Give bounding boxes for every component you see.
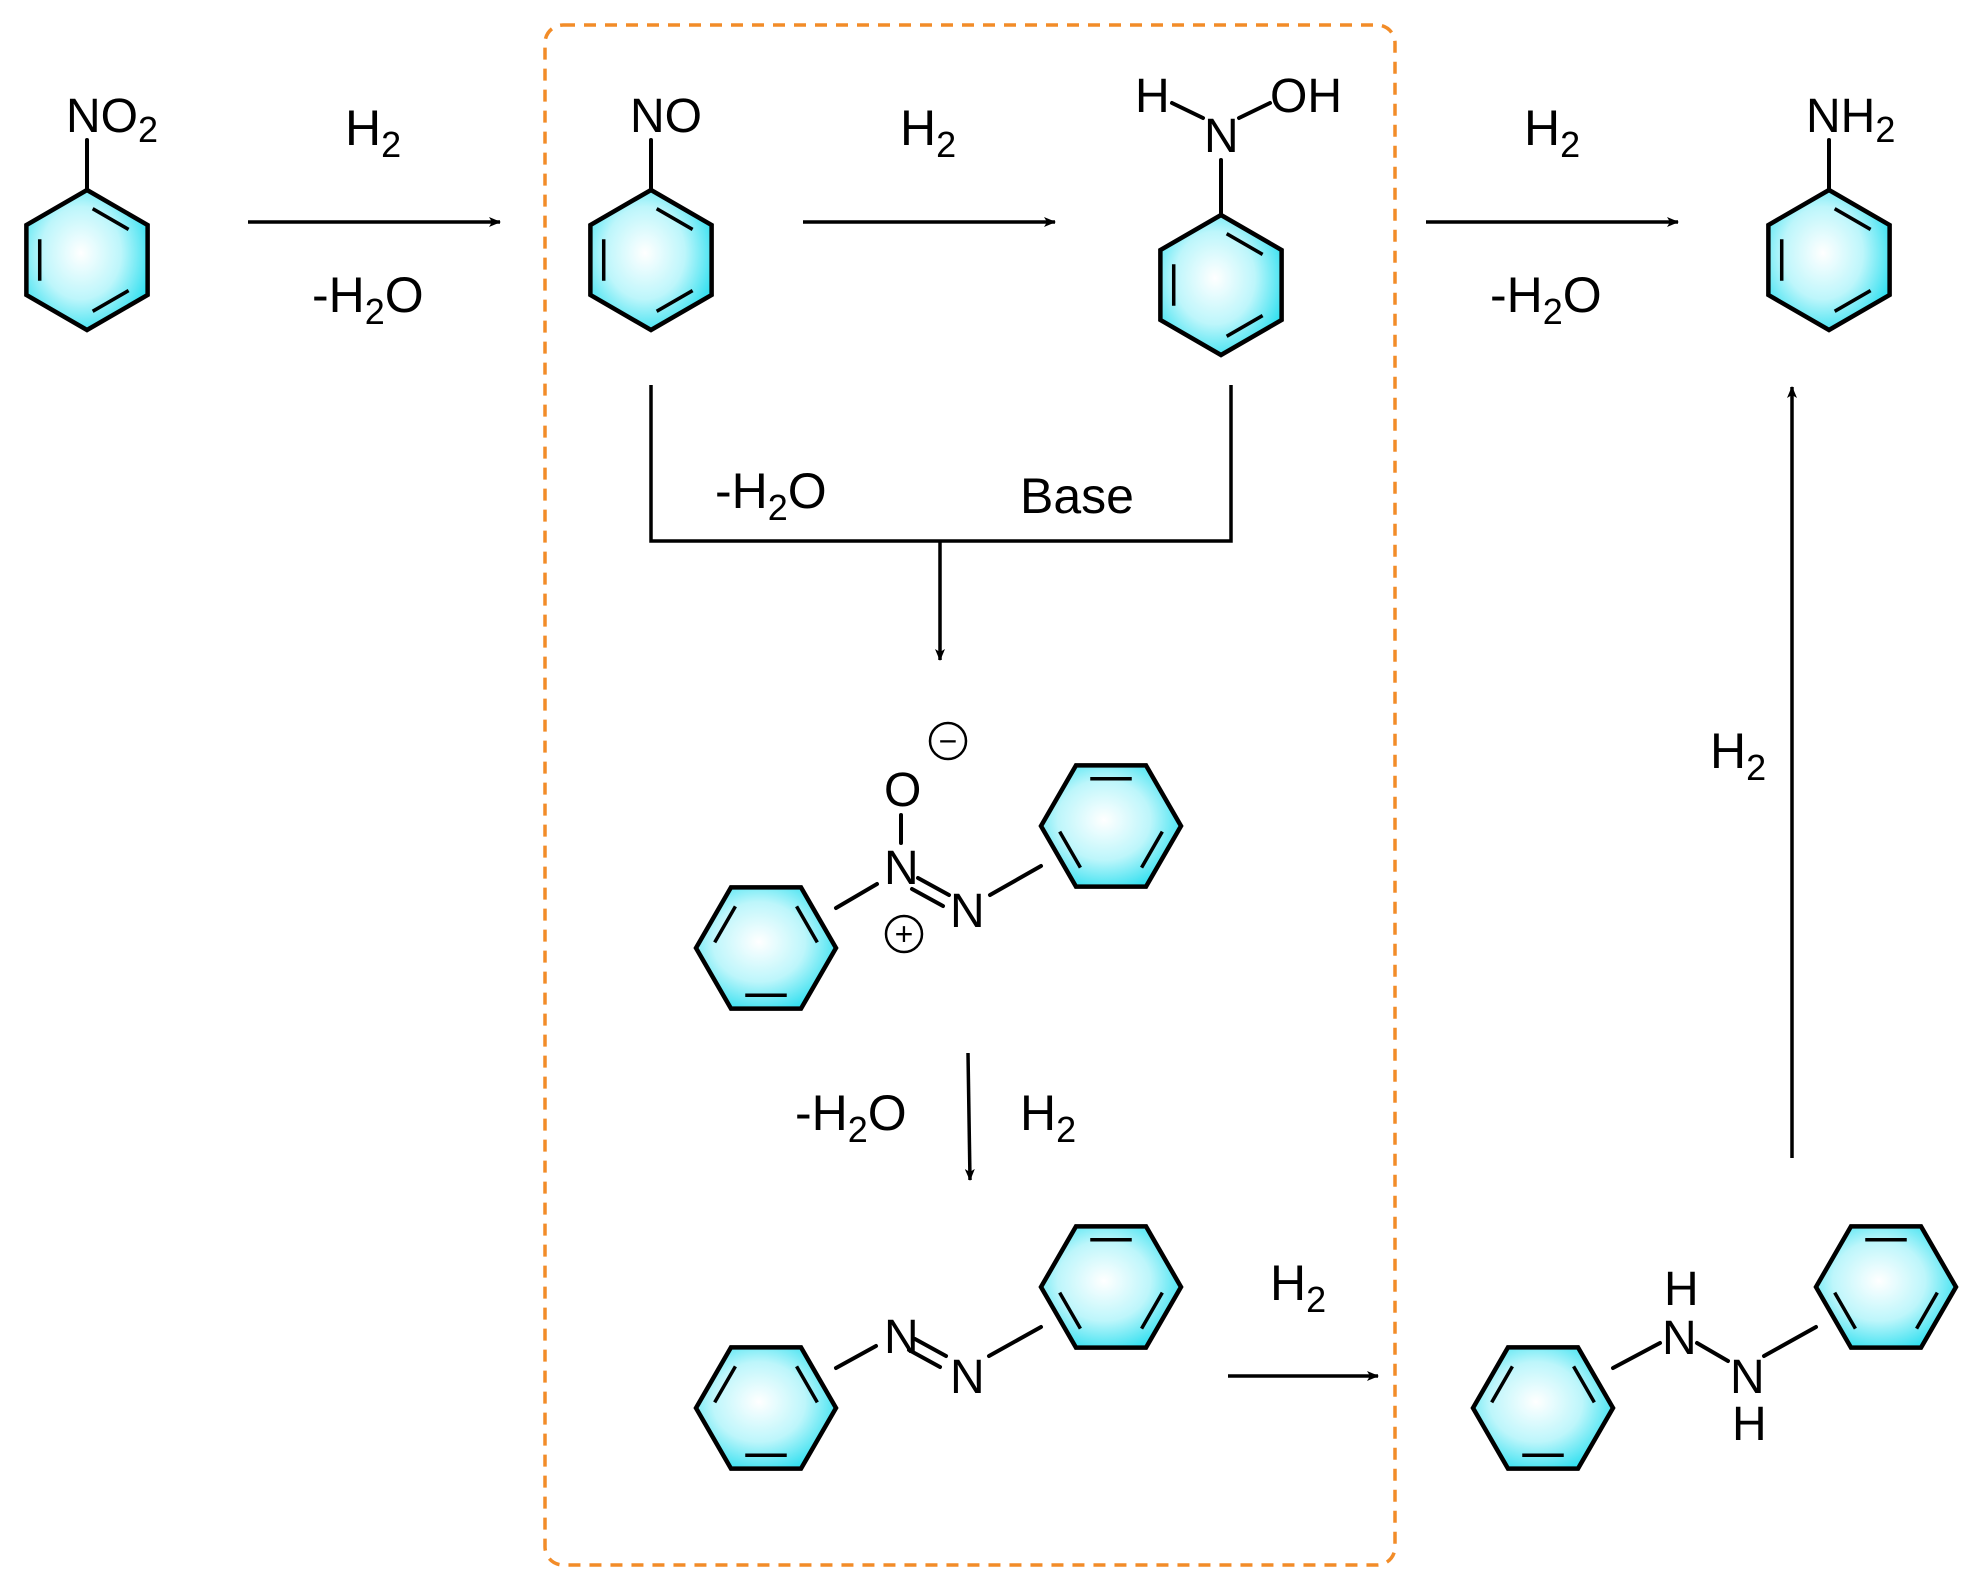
bond-azo-nn-a — [913, 1337, 948, 1358]
azoxy-n2-label: N — [950, 885, 985, 938]
reagent-step3-bottom: -H2O — [1490, 267, 1602, 332]
ring-nitrobenzene-hexagon — [24, 187, 150, 333]
ring-hydrazo-right-double-bond — [1833, 1291, 1857, 1330]
positive-charge-sign: + — [895, 916, 914, 952]
ring-aniline-hexagon — [1766, 187, 1892, 333]
ring-azo-left-hexagon — [693, 1345, 839, 1471]
ring-hydrazo-left — [1470, 1345, 1616, 1471]
hydroxylamine-oh-label: OH — [1270, 70, 1342, 123]
ring-phenylhydroxylamine-double-bond — [1225, 314, 1264, 338]
ring-nitrosobenzene-hexagon — [588, 187, 714, 333]
reagent-azoxy-left: -H2O — [795, 1085, 907, 1150]
azoxy-o-label: O — [884, 764, 921, 817]
hydrazo-n1-label: N — [1662, 1312, 1697, 1365]
ring-azo-right-double-bond — [1058, 1291, 1082, 1330]
ring-azoxy-right-double-bond — [1140, 830, 1164, 869]
bond-hydrazo-n-n — [1695, 1341, 1730, 1363]
bond-azoxy-n-ph2 — [988, 864, 1043, 897]
ring-phenylhydroxylamine — [1158, 212, 1284, 358]
reagent-hydrazo-to-aniline: H2 — [1710, 723, 1766, 788]
ring-azoxy-left-double-bond — [713, 905, 737, 944]
negative-charge-sign: − — [939, 723, 958, 759]
intermediate-highlight-box — [543, 23, 1397, 1567]
reagent-step3-top: H2 — [1524, 100, 1580, 165]
ring-phenylhydroxylamine-double-bond — [1225, 232, 1264, 256]
ring-nitrobenzene — [24, 187, 150, 333]
bond-hydrazo-n-ph2 — [1762, 1325, 1818, 1358]
reagent-labels: H2 -H2O H2 H2 -H2O -H2O Base -H2O H2 H2 … — [312, 100, 1766, 1320]
reagent-step1-top: H2 — [345, 100, 401, 165]
ring-azo-left-double-bond — [795, 1365, 819, 1404]
ring-aniline — [1766, 187, 1892, 333]
ring-azo-right-hexagon — [1038, 1224, 1184, 1350]
reagent-azo-to-hydrazo: H2 — [1270, 1255, 1326, 1320]
ring-phenylhydroxylamine-hexagon — [1158, 212, 1284, 358]
hydrazo-h1-label: H — [1664, 1263, 1699, 1316]
reagent-azoxy-right: H2 — [1020, 1085, 1076, 1150]
hydroxylamine-h-label: H — [1135, 70, 1170, 123]
reagent-condense-right: Base — [1020, 468, 1134, 524]
hydrazo-n2-label: N — [1730, 1351, 1765, 1404]
bond-azoxy-ph1-n — [834, 882, 879, 910]
bond-azo-ph1-n — [834, 1344, 878, 1370]
ring-hydrazo-left-double-bond — [1572, 1365, 1596, 1404]
ring-nitrosobenzene — [588, 187, 714, 333]
nitroso-group-label: NO — [630, 90, 702, 143]
ring-hydrazo-left-hexagon — [1470, 1345, 1616, 1471]
ring-aniline-double-bond — [1833, 207, 1872, 231]
reagent-step1-bottom: -H2O — [312, 267, 424, 332]
ring-aniline-double-bond — [1833, 289, 1872, 313]
ring-nitrobenzene-double-bond — [91, 289, 130, 313]
bond-azo-n-ph2 — [987, 1325, 1043, 1358]
bond-hydrazo-ph1-n — [1611, 1341, 1662, 1370]
reagent-condense-left: -H2O — [715, 463, 827, 528]
reagent-step2-top: H2 — [900, 100, 956, 165]
ring-hydrazo-right-double-bond — [1915, 1291, 1939, 1330]
ring-nitrosobenzene-double-bond — [655, 289, 694, 313]
arrows — [248, 217, 1797, 1381]
bond-azo-nn-b — [907, 1348, 942, 1369]
azo-n1-label: N — [884, 1311, 919, 1364]
negative-charge-icon — [928, 721, 968, 761]
azoxy-n1-label: N — [884, 842, 919, 895]
bond-azoxy-nn-a — [916, 876, 951, 897]
ring-azoxy-right-hexagon — [1038, 763, 1184, 889]
ring-nitrobenzene-double-bond — [91, 207, 130, 231]
hydrazo-h2-label: H — [1732, 1398, 1767, 1451]
nitro-group-label: NO2 — [66, 90, 158, 150]
azo-n2-label: N — [950, 1351, 985, 1404]
ring-nitrosobenzene-double-bond — [655, 207, 694, 231]
ring-azoxy-left-hexagon — [693, 885, 839, 1011]
atom-labels: NO2 NO H N OH NH2 O N N − + N N H N N H — [66, 70, 1895, 1451]
ring-azoxy-left-double-bond — [795, 905, 819, 944]
ring-azoxy-right — [1038, 763, 1184, 889]
amine-group-label: NH2 — [1806, 90, 1895, 150]
ring-hydrazo-right — [1813, 1224, 1959, 1350]
ring-azo-left — [693, 1345, 839, 1471]
benzene-rings — [24, 187, 1959, 1471]
ring-azo-right — [1038, 1224, 1184, 1350]
ring-azoxy-left — [693, 885, 839, 1011]
ring-azo-left-double-bond — [713, 1365, 737, 1404]
positive-charge-icon — [884, 914, 924, 954]
ring-hydrazo-right-hexagon — [1813, 1224, 1959, 1350]
bonds — [85, 101, 1831, 1370]
bond-n-h — [1170, 101, 1205, 120]
hydroxylamine-n-label: N — [1204, 110, 1239, 163]
ring-azo-right-double-bond — [1140, 1291, 1164, 1330]
ring-hydrazo-left-double-bond — [1490, 1365, 1514, 1404]
bond-n-oh — [1237, 101, 1272, 120]
ring-azoxy-right-double-bond — [1058, 830, 1082, 869]
bond-azoxy-nn-b — [910, 887, 945, 908]
arrow-azoxy-to-azo — [964, 1052, 975, 1181]
